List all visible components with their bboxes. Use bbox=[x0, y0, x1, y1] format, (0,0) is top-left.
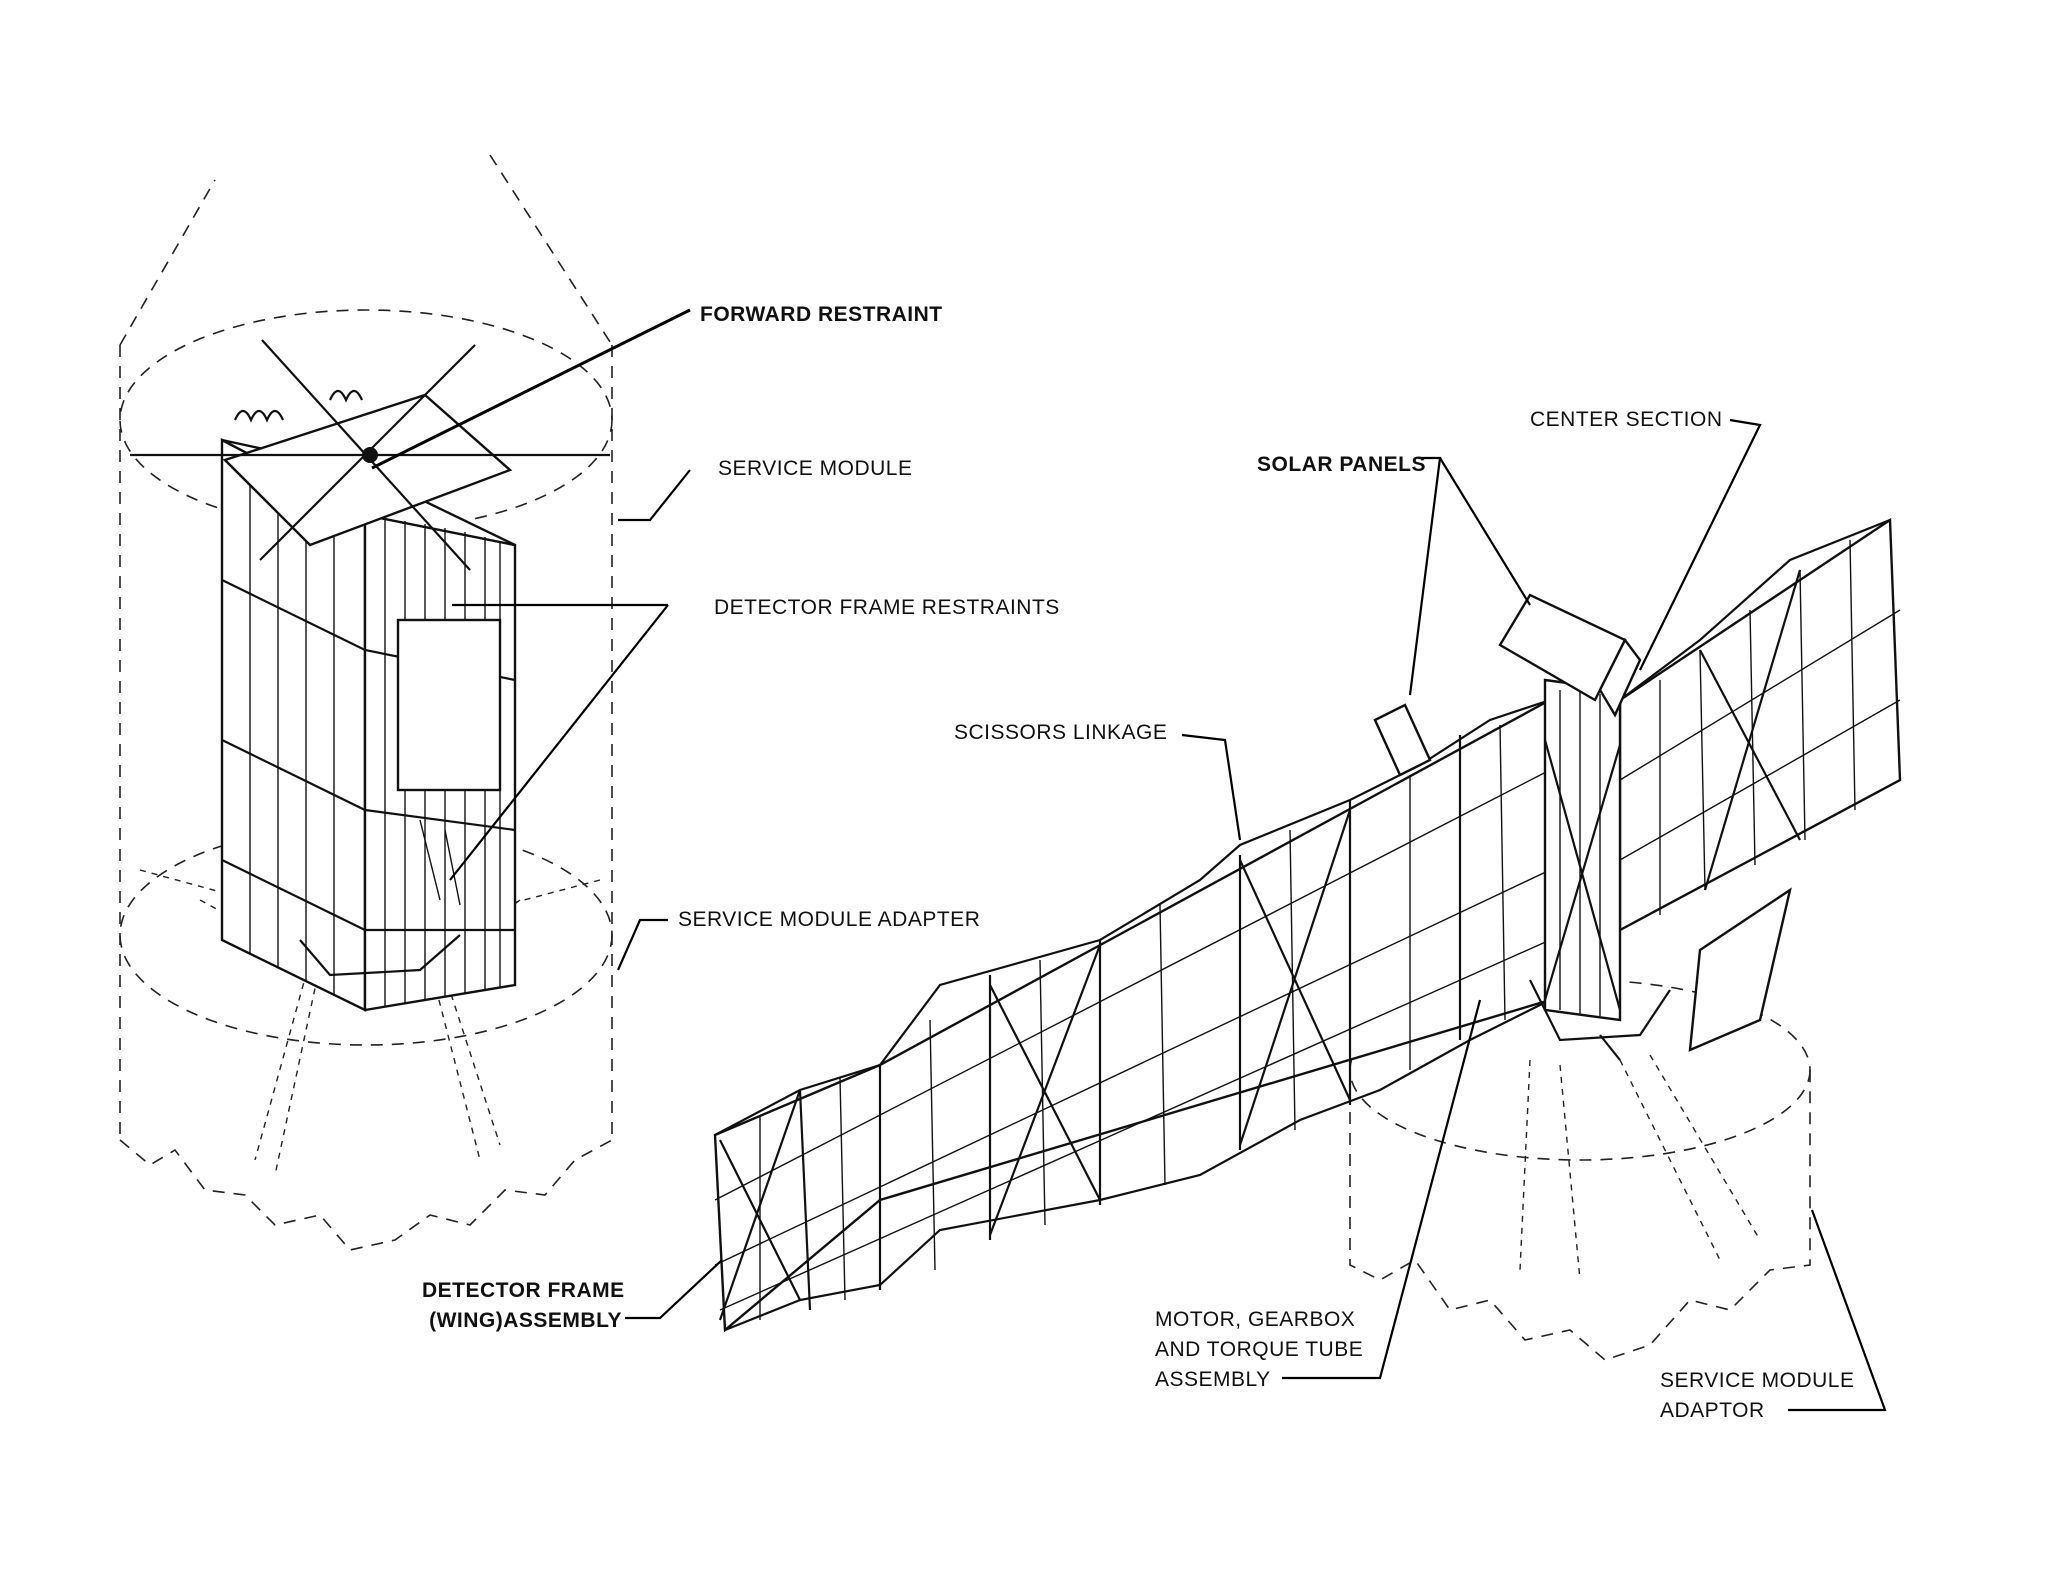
label-solar-panels-text: SOLAR PANELS bbox=[1257, 453, 1426, 476]
service-module-adaptor-leader bbox=[1788, 1209, 1887, 1412]
label-service-module: SERVICE MODULE bbox=[718, 457, 913, 480]
label-detector-frame-wing-line1: DETECTOR FRAME bbox=[422, 1279, 625, 1302]
label-detector-frame-wing: DETECTOR FRAME (WING)ASSEMBLY bbox=[422, 1276, 625, 1336]
service-module-adapter-leader bbox=[616, 918, 668, 971]
forward-restraint-leader bbox=[371, 308, 691, 470]
label-motor-line2: AND TORQUE TUBE bbox=[1155, 1338, 1364, 1361]
detector-wing-leader bbox=[625, 1259, 723, 1320]
label-detector-frame-restraints: DETECTOR FRAME RESTRAINTS bbox=[714, 596, 1060, 619]
stowed-spacecraft bbox=[119, 154, 691, 1251]
solar-panels-leader-a bbox=[1408, 456, 1442, 696]
solar-panel-side bbox=[1598, 637, 1642, 718]
solar-panel-left bbox=[1373, 703, 1432, 777]
scissors-linkage-leader bbox=[1181, 733, 1242, 841]
label-forward-restraint-text: FORWARD RESTRAINT bbox=[700, 303, 943, 326]
service-module-leader bbox=[618, 469, 691, 522]
detector-frame-stack bbox=[130, 339, 610, 1012]
center-section-leader bbox=[1639, 418, 1762, 671]
label-service-module-adapter: SERVICE MODULE ADAPTER bbox=[678, 908, 981, 931]
label-forward-restraint: FORWARD RESTRAINT bbox=[700, 300, 943, 330]
solar-panel-lower bbox=[1688, 887, 1792, 1052]
label-motor-assembly: MOTOR, GEARBOX AND TORQUE TUBE ASSEMBLY bbox=[1155, 1305, 1363, 1395]
label-service-module-adaptor-line1: SERVICE MODULE bbox=[1660, 1369, 1855, 1392]
label-center-section: CENTER SECTION bbox=[1530, 408, 1723, 431]
label-detector-frame-wing-line2: (WING)ASSEMBLY bbox=[429, 1309, 622, 1332]
label-service-module-adaptor: SERVICE MODULE ADAPTOR bbox=[1660, 1366, 1855, 1426]
label-scissors-linkage: SCISSORS LINKAGE bbox=[954, 721, 1168, 744]
deployed-spacecraft bbox=[625, 418, 1902, 1412]
label-motor-line1: MOTOR, GEARBOX bbox=[1155, 1308, 1356, 1331]
solar-panels-leader-b bbox=[1439, 457, 1531, 606]
detector-wing bbox=[713, 517, 1902, 1333]
center-section bbox=[1373, 593, 1792, 1061]
motor-assembly-leader bbox=[1282, 999, 1482, 1380]
label-solar-panels: SOLAR PANELS bbox=[1257, 450, 1426, 480]
detector-frame-restraints-leader bbox=[449, 603, 669, 881]
label-service-module-adaptor-line2: ADAPTOR bbox=[1660, 1399, 1765, 1422]
label-motor-line3: ASSEMBLY bbox=[1155, 1368, 1271, 1391]
